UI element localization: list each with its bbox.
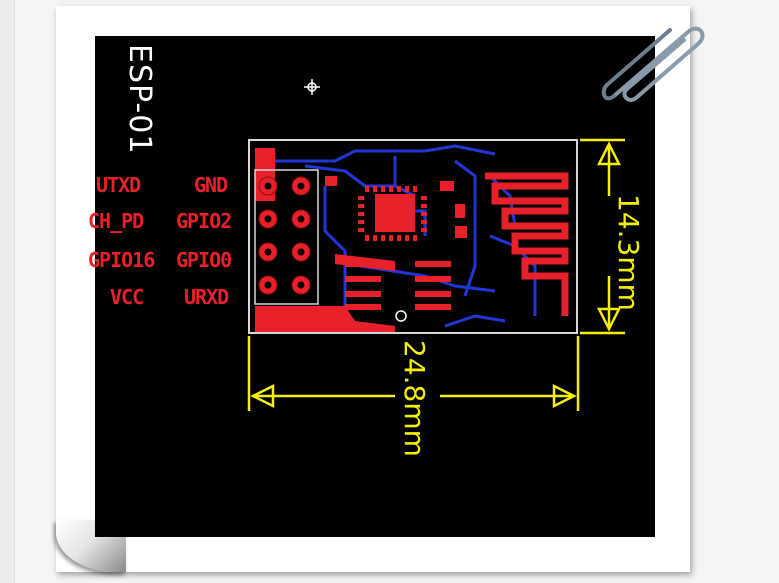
- pin-label-left-2: CH_PD: [88, 209, 144, 233]
- pin-label-left-4: VCC: [110, 285, 144, 309]
- board-outline: [248, 139, 578, 334]
- ic-pads: [358, 186, 427, 241]
- antenna-trace: [485, 172, 569, 316]
- pin-label-left-1: UTXD: [96, 173, 141, 197]
- pin1-marker: [395, 310, 407, 322]
- pin-label-left-3: GPIO16: [88, 248, 155, 272]
- side-strip: [0, 0, 15, 583]
- pin-label-right-1: GND: [194, 173, 228, 197]
- paperclip-icon: [601, 26, 705, 102]
- board-title: ESP-01: [122, 44, 157, 155]
- pin-label-right-4: URXD: [184, 285, 229, 309]
- width-dimension-label: 24.8mm: [398, 340, 431, 457]
- height-dimension-label: 14.3mm: [612, 194, 645, 311]
- crosshair-icon: [304, 79, 320, 95]
- pin-label-right-3: GPIO0: [176, 248, 232, 272]
- pcb-image: [95, 36, 655, 537]
- pin-label-right-2: GPIO2: [176, 209, 232, 233]
- pcb-drawing: [247, 79, 625, 411]
- header-outline: [254, 169, 319, 305]
- dimension-lines: [247, 138, 625, 411]
- header-pads: [258, 176, 311, 295]
